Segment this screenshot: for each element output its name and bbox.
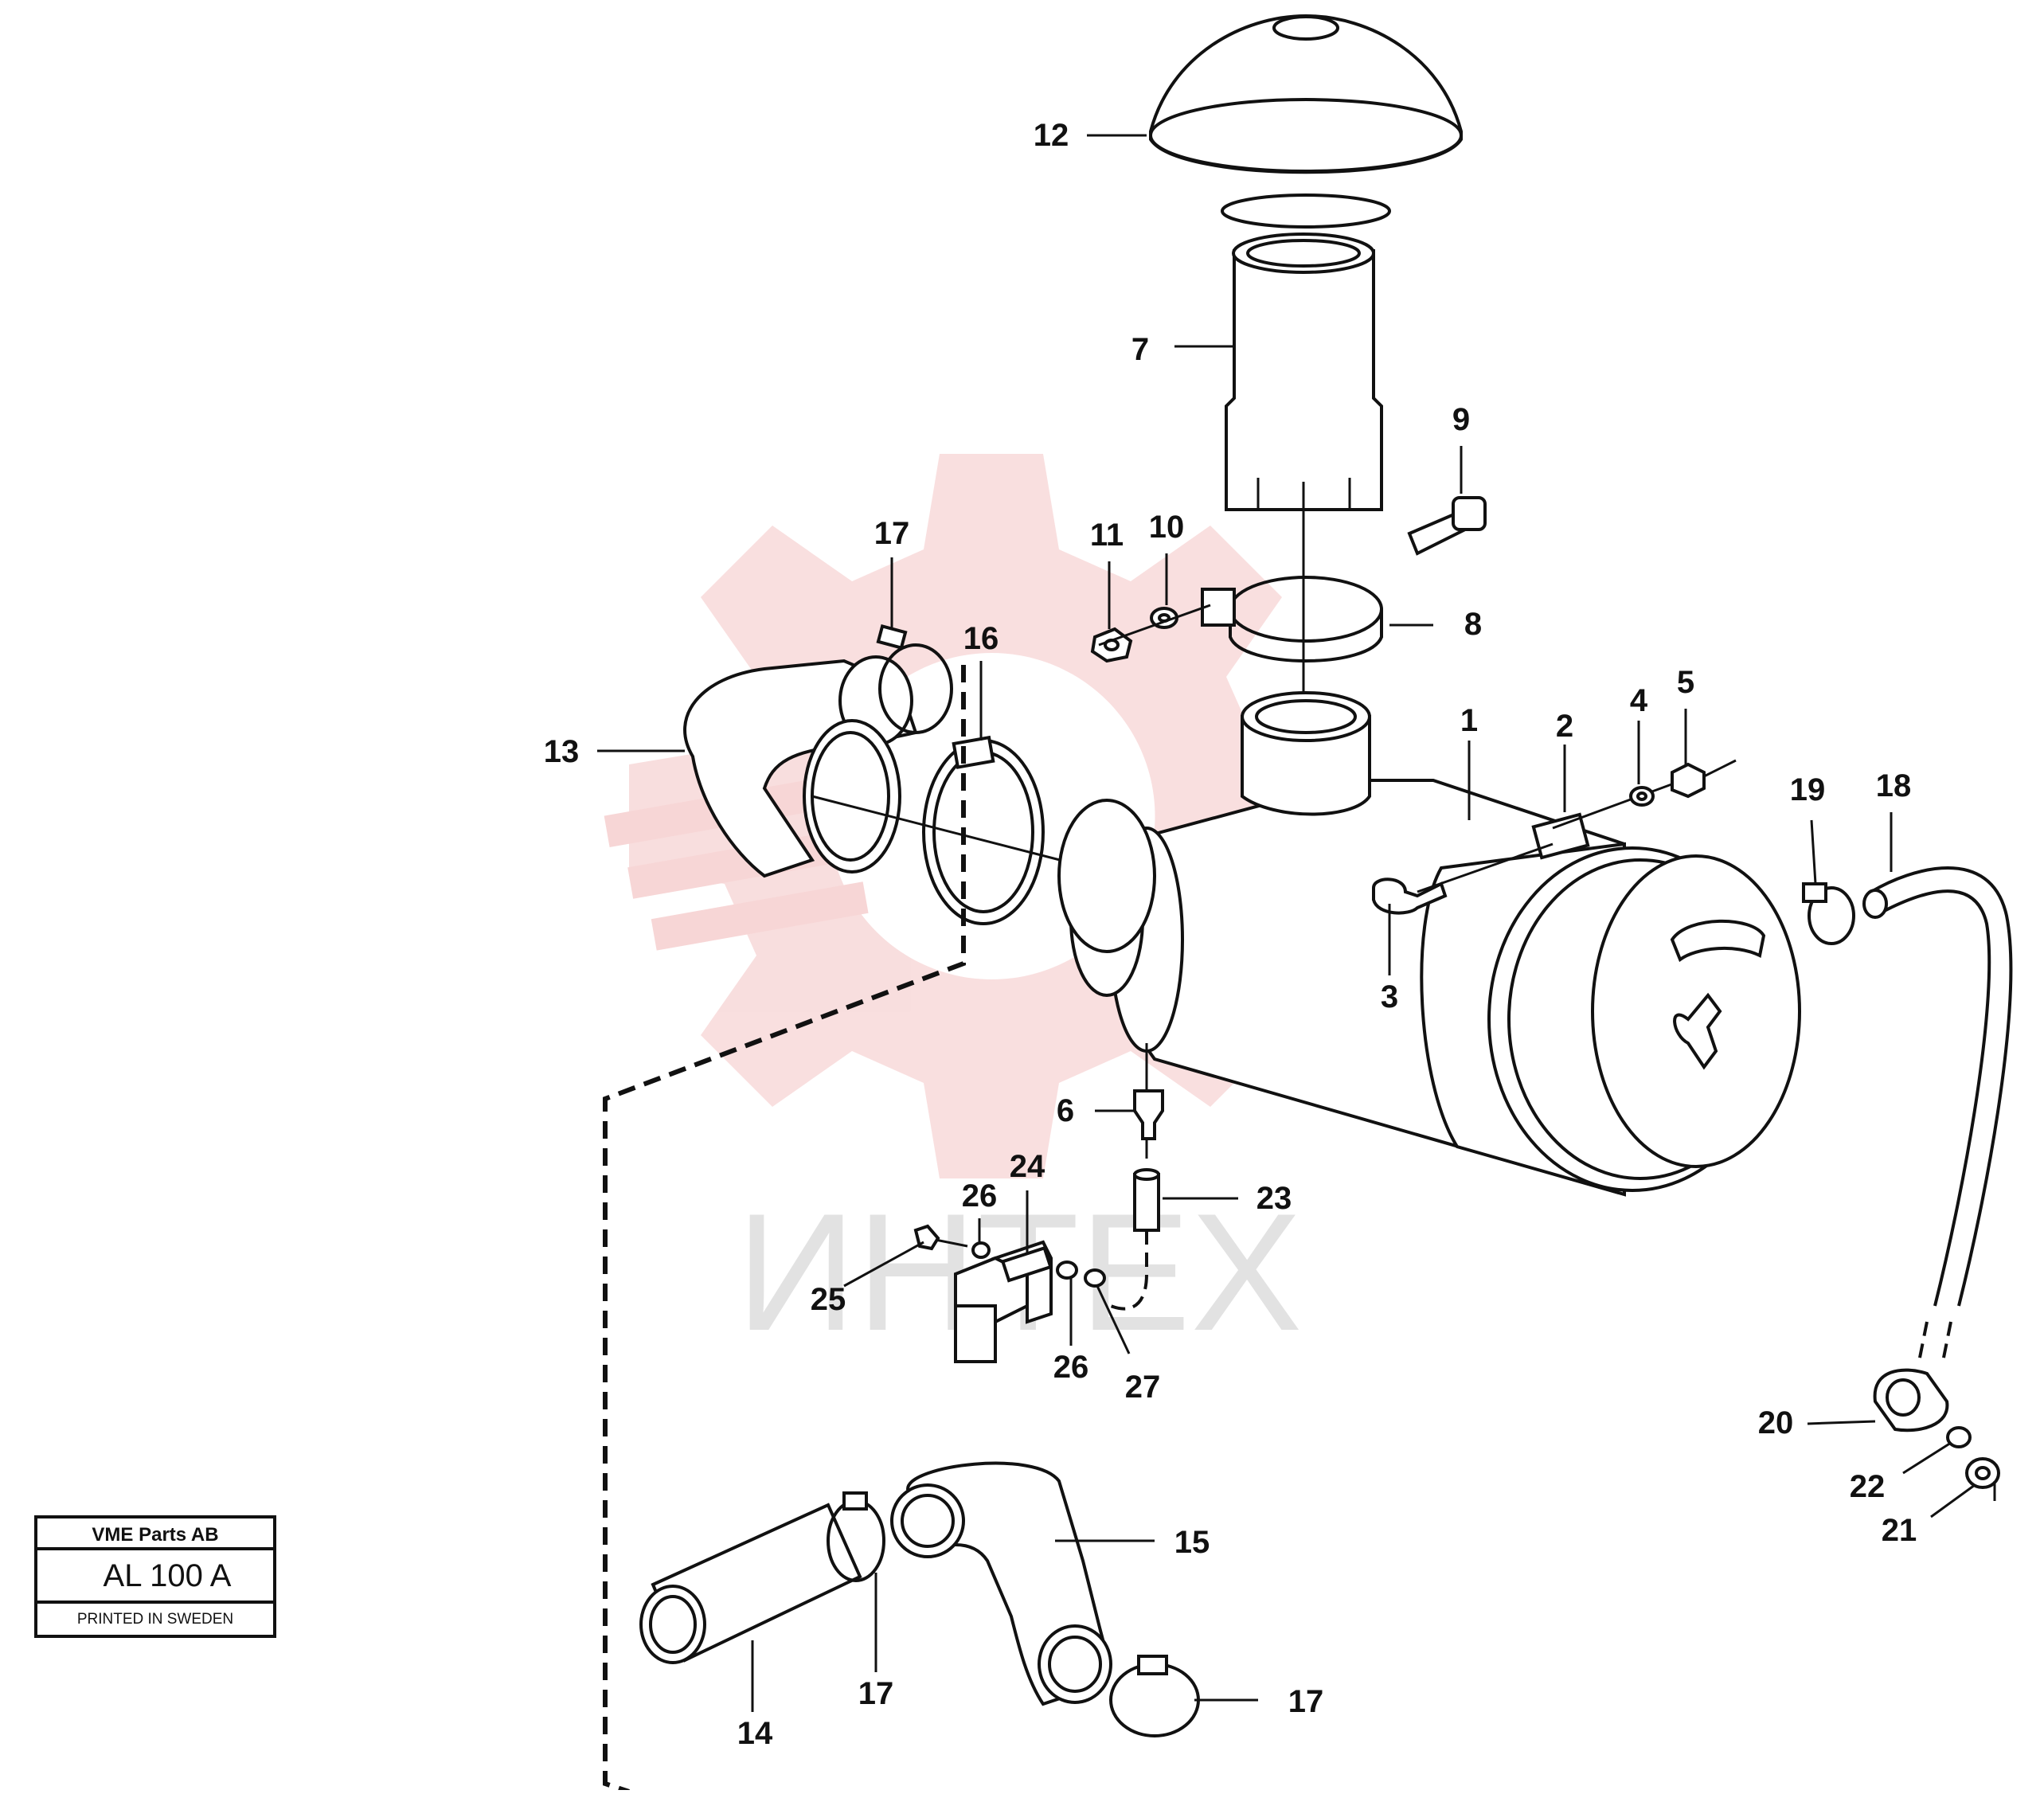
callout-11: 11 (1090, 518, 1124, 553)
callout-22: 22 (1850, 1469, 1886, 1504)
callout-17-lower-left: 17 (858, 1676, 894, 1711)
callout-2: 2 (1556, 709, 1573, 744)
stamp-code: AL 100 A (104, 1558, 232, 1593)
callout-27: 27 (1125, 1370, 1161, 1405)
callout-15: 15 (1174, 1525, 1210, 1560)
nut-21 (1965, 1457, 2000, 1501)
nut-5 (1671, 759, 1737, 799)
callout-20: 20 (1758, 1405, 1794, 1440)
clamp-bolt (1407, 496, 1487, 556)
callout-10: 10 (1149, 510, 1185, 545)
hose-clamp-17-top (876, 624, 953, 734)
washer-26-upper (971, 1241, 991, 1259)
callout-17-top: 17 (874, 516, 910, 551)
callout-8: 8 (1464, 607, 1482, 642)
callout-24: 24 (1010, 1149, 1045, 1184)
s-hose (890, 1461, 1112, 1706)
washer-4 (1629, 786, 1655, 807)
callout-16: 16 (963, 621, 999, 656)
stamp-company: VME Parts AB (92, 1524, 218, 1546)
drain-valve (1133, 1043, 1164, 1159)
callout-17-lower-right: 17 (1288, 1684, 1324, 1719)
inlet-neck (1057, 799, 1156, 953)
callout-14: 14 (737, 1716, 773, 1751)
callout-26-lower: 26 (1053, 1350, 1089, 1385)
clamp-ring (1201, 576, 1383, 662)
nut-27 (1084, 1268, 1106, 1288)
drain-hose (1110, 1168, 1160, 1311)
hose-clamp-17-lower-left (827, 1491, 885, 1582)
callout-4: 4 (1630, 683, 1648, 718)
title-stamp: VME Parts AB AL 100 A PRINTED IN SWEDEN (34, 1515, 276, 1638)
callout-12: 12 (1034, 118, 1069, 153)
air-cleaner-housing (1069, 691, 1801, 1197)
callout-9: 9 (1452, 402, 1470, 437)
rain-cap (1149, 14, 1463, 229)
bolt-3 (1372, 842, 1554, 915)
vent-hose (1862, 866, 2013, 1362)
washer-22 (1946, 1426, 1972, 1448)
callout-7: 7 (1131, 332, 1149, 367)
straight-hose (639, 1503, 862, 1664)
callout-labels: 12 7 9 8 10 11 17 16 13 1 2 4 5 3 6 23 2… (544, 118, 1917, 1751)
callout-1: 1 (1460, 703, 1478, 738)
clip-20 (1873, 1368, 1949, 1432)
callout-18: 18 (1876, 768, 1912, 803)
callout-13: 13 (544, 734, 580, 769)
callout-26-upper: 26 (962, 1178, 998, 1214)
callout-6: 6 (1057, 1093, 1074, 1128)
callout-19: 19 (1790, 772, 1826, 807)
callout-23: 23 (1256, 1181, 1292, 1216)
inlet-pipe (1225, 233, 1383, 737)
callout-21: 21 (1882, 1513, 1917, 1548)
hose-clamp-19 (1802, 882, 1855, 945)
leader-lines (597, 134, 1976, 1712)
washer-26-lower (1056, 1260, 1078, 1280)
callout-25: 25 (811, 1282, 846, 1317)
callout-5: 5 (1677, 665, 1694, 700)
pressure-sensor (954, 1240, 1053, 1363)
stamp-printed: PRINTED IN SWEDEN (77, 1611, 233, 1628)
callout-3: 3 (1381, 979, 1398, 1014)
hose-clamp-17-lower-right (1109, 1655, 1200, 1737)
